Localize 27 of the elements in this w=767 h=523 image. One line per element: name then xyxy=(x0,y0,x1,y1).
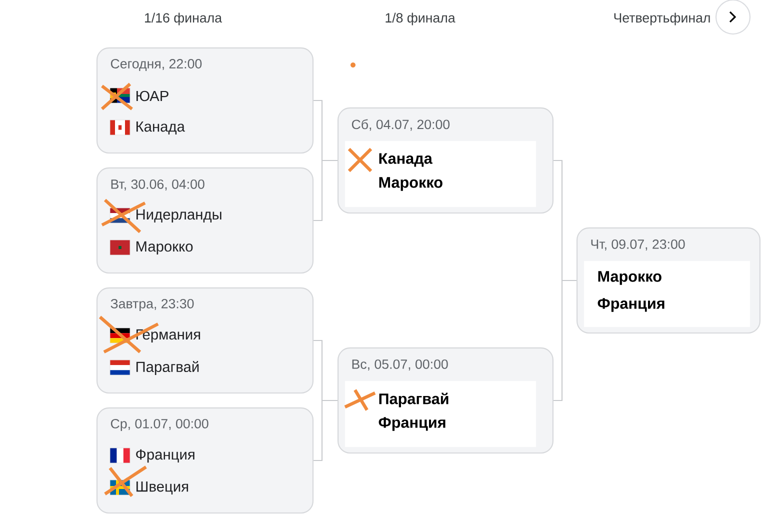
match-date: Вт, 30.06, 04:00 xyxy=(111,180,204,190)
team-name: Швеция xyxy=(136,482,188,494)
bracket-line xyxy=(314,160,338,222)
team-name: Канада xyxy=(136,122,185,134)
bracket-line xyxy=(314,400,338,462)
match-date: Завтра, 23:30 xyxy=(110,298,194,312)
match-date: Ср, 01.07, 00:00 xyxy=(110,418,208,432)
match-date: Сегодня, 22:00 xyxy=(110,59,202,71)
team-name: Франция xyxy=(598,298,664,312)
match-date: Сб, 04.07, 20:00 xyxy=(352,119,450,131)
team-name: Франция xyxy=(378,417,446,431)
team-name: Парагвай xyxy=(136,361,199,375)
team-name: Нидерланды xyxy=(136,209,222,223)
team-name: Парагвай xyxy=(379,392,448,408)
team-name: Марокко xyxy=(598,271,662,285)
match-date: Чт, 09.07, 23:00 xyxy=(591,240,685,250)
team-name: ЮАР xyxy=(136,90,168,102)
match-date: Вс, 05.07, 00:00 xyxy=(352,360,448,370)
round-heading: Четвертьфинал xyxy=(614,12,710,26)
team-name: Германия xyxy=(136,329,200,343)
team-name: Канада xyxy=(379,153,432,167)
round-heading: 1/16 финала xyxy=(145,12,222,26)
team-name: Марокко xyxy=(136,241,193,255)
team-name: Франция xyxy=(136,449,194,463)
round-heading: 1/8 финала xyxy=(386,12,456,26)
bracket-line xyxy=(554,280,576,402)
team-name: Марокко xyxy=(379,177,442,191)
